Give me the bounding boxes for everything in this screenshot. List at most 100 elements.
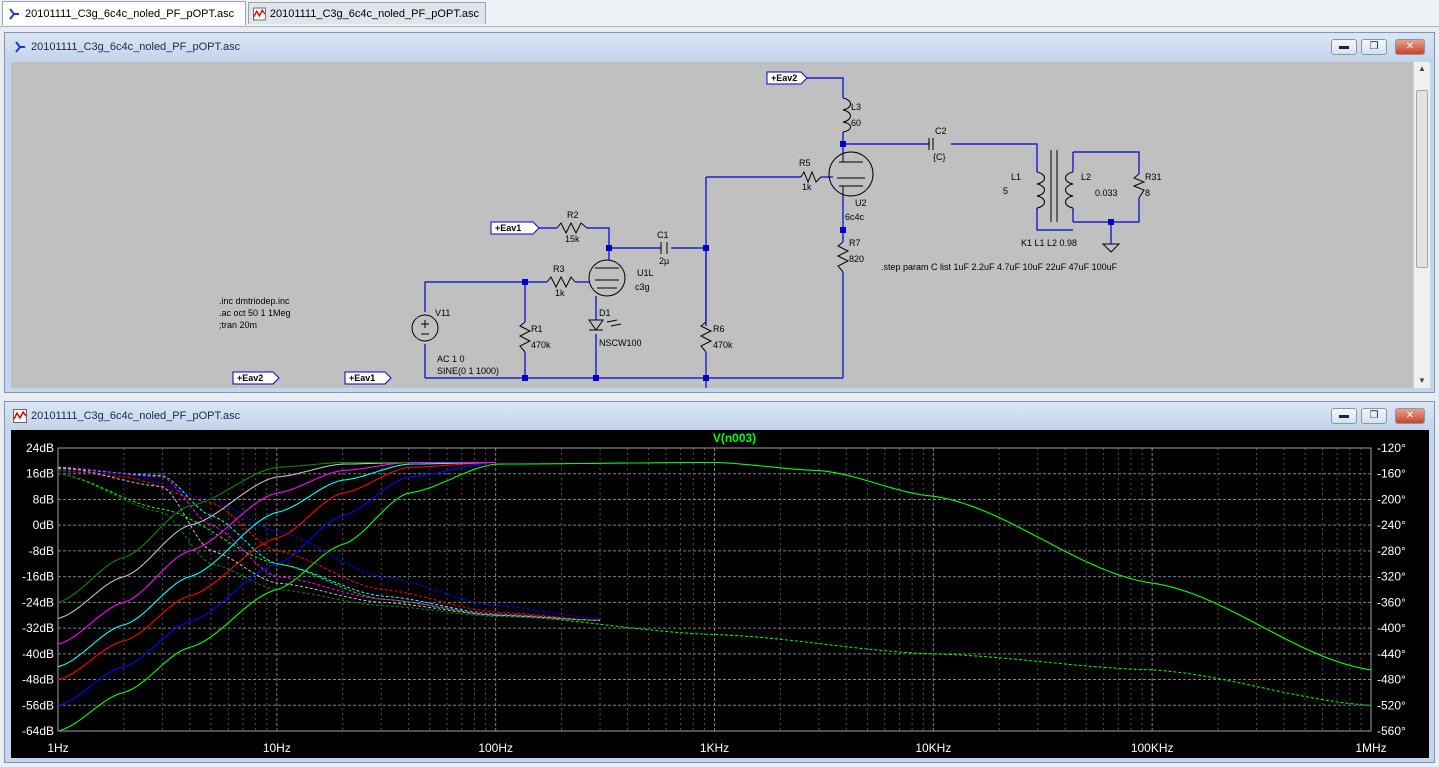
schematic-icon bbox=[9, 7, 19, 20]
tab-schematic[interactable]: 20101111_C3g_6c4c_noled_PF_pOPT.asc bbox=[2, 1, 246, 25]
r3-ref: R3 bbox=[553, 264, 565, 274]
schematic-window-title: 20101111_C3g_6c4c_noled_PF_pOPT.asc bbox=[31, 41, 241, 53]
u2-ref: U2 bbox=[855, 198, 867, 208]
y-tick-label: 16dB bbox=[26, 467, 54, 481]
schematic-window-titlebar[interactable]: 20101111_C3g_6c4c_noled_PF_pOPT.asc bbox=[5, 33, 1434, 61]
restore-button[interactable]: ❐ bbox=[1361, 39, 1387, 55]
net-flags bbox=[232, 71, 808, 385]
flag-eav1-bottom: +Eav1 bbox=[349, 373, 376, 383]
tab-schematic-label: 20101111_C3g_6c4c_noled_PF_pOPT.asc bbox=[25, 7, 235, 20]
minimize-button[interactable]: ▬ bbox=[1331, 408, 1357, 424]
y-tick-label: -32dB bbox=[22, 621, 54, 635]
schematic-labels: +Eav2 +Eav1 +Eav2 +Eav1 L3 60 C2 {C} R5 … bbox=[11, 62, 1413, 388]
u1-ref: U1L bbox=[637, 268, 654, 278]
d1-ref: D1 bbox=[599, 308, 611, 318]
schematic-window: 20101111_C3g_6c4c_noled_PF_pOPT.asc ▬ ❐ … bbox=[4, 32, 1435, 393]
y-tick-label: 24dB bbox=[26, 441, 54, 455]
close-button[interactable]: ✕ bbox=[1395, 39, 1425, 55]
y-tick-label: -16dB bbox=[22, 570, 54, 584]
waveform-icon bbox=[253, 7, 266, 20]
l2-value: 0.033 bbox=[1095, 188, 1118, 198]
l3-value: 60 bbox=[851, 118, 862, 128]
plot-grid bbox=[57, 447, 1372, 732]
y2-tick-label: -520° bbox=[1377, 698, 1406, 712]
flag-eav2-bottom: +Eav2 bbox=[237, 373, 264, 383]
phase-trace-2 bbox=[58, 471, 601, 619]
close-button[interactable]: ✕ bbox=[1395, 408, 1425, 424]
y-tick-label: -8dB bbox=[29, 544, 54, 558]
scroll-thumb[interactable] bbox=[1416, 90, 1428, 268]
minimize-button[interactable]: ▬ bbox=[1331, 39, 1357, 55]
r7-ref: R7 bbox=[849, 238, 861, 248]
x-tick-label: 10KHz bbox=[915, 741, 951, 755]
inc-directive: .inc dmtriodep.inc bbox=[219, 296, 290, 306]
c1-ref: C1 bbox=[657, 230, 669, 240]
r3-value: 1k bbox=[555, 288, 565, 298]
scroll-up-icon[interactable]: ▲ bbox=[1418, 64, 1426, 73]
x-tick-label: 100Hz bbox=[478, 741, 513, 755]
k1-directive: K1 L1 L2 0.98 bbox=[1021, 238, 1078, 248]
r1-value: 470k bbox=[531, 340, 551, 350]
y-tick-label: -24dB bbox=[22, 595, 54, 609]
junctions bbox=[522, 141, 1114, 381]
magnitude-trace-5 bbox=[57, 461, 496, 645]
d1-value: NSCW100 bbox=[599, 338, 642, 348]
c1-value: 2µ bbox=[659, 256, 670, 266]
x-tick-label: 1MHz bbox=[1355, 741, 1386, 755]
r5-value: 1k bbox=[802, 182, 812, 192]
y2-tick-label: -400° bbox=[1377, 621, 1406, 635]
y2-tick-label: -160° bbox=[1377, 467, 1406, 481]
y2-tick-label: -560° bbox=[1377, 724, 1406, 738]
c2-value: {C} bbox=[933, 152, 946, 162]
l3-ref: L3 bbox=[851, 102, 862, 112]
l2-ref: L2 bbox=[1081, 172, 1092, 182]
y2-tick-label: -440° bbox=[1377, 647, 1406, 661]
y2-tick-label: -320° bbox=[1377, 570, 1406, 584]
x-tick-label: 100KHz bbox=[1131, 741, 1174, 755]
phase-trace-7 bbox=[57, 473, 601, 621]
r5-ref: R5 bbox=[799, 158, 811, 168]
c2-ref: C2 bbox=[935, 126, 947, 136]
bode-plot[interactable]: 24dB16dB8dB0dB-8dB-16dB-24dB-32dB-40dB-4… bbox=[11, 430, 1429, 758]
plot-axis-labels: 24dB16dB8dB0dB-8dB-16dB-24dB-32dB-40dB-4… bbox=[22, 431, 1406, 755]
y2-tick-label: -480° bbox=[1377, 673, 1406, 687]
restore-button[interactable]: ❐ bbox=[1361, 408, 1387, 424]
trace-title: V(n003) bbox=[713, 431, 756, 445]
u2-value: 6c4c bbox=[845, 212, 865, 222]
schematic-scrollbar[interactable]: ▲ ▼ bbox=[1413, 62, 1430, 388]
x-tick-label: 1KHz bbox=[700, 741, 729, 755]
y-tick-label: -48dB bbox=[22, 673, 54, 687]
r6-ref: R6 bbox=[713, 324, 725, 334]
step-directive: .step param C list 1uF 2.2uF 4.7uF 10uF … bbox=[881, 262, 1118, 272]
waveform-icon bbox=[13, 409, 27, 423]
y2-tick-label: -200° bbox=[1377, 492, 1406, 506]
y2-tick-label: -360° bbox=[1377, 595, 1406, 609]
x-tick-label: 1Hz bbox=[47, 741, 68, 755]
schematic-canvas[interactable]: +Eav2 +Eav1 +Eav2 +Eav1 L3 60 C2 {C} R5 … bbox=[11, 62, 1413, 388]
waveform-window-titlebar[interactable]: 20101111_C3g_6c4c_noled_PF_pOPT.asc bbox=[5, 402, 1434, 430]
r31-ref: R31 bbox=[1145, 172, 1162, 182]
phase-trace-6 bbox=[57, 466, 601, 621]
scroll-down-icon[interactable]: ▼ bbox=[1418, 376, 1426, 385]
magnitude-trace-4 bbox=[57, 461, 496, 668]
u1-value: c3g bbox=[635, 282, 650, 292]
tab-waveform-label: 20101111_C3g_6c4c_noled_PF_pOPT.asc bbox=[269, 7, 479, 20]
x-tick-label: 10Hz bbox=[263, 741, 291, 755]
v11-ref: V11 bbox=[435, 308, 451, 318]
phase-trace-5 bbox=[57, 466, 601, 621]
l1-ref: L1 bbox=[1011, 172, 1022, 182]
magnitude-trace-1 bbox=[57, 461, 1372, 732]
magnitude-trace-6 bbox=[57, 461, 409, 619]
flag-eav2-top: +Eav2 bbox=[771, 73, 798, 83]
tab-waveform[interactable]: 20101111_C3g_6c4c_noled_PF_pOPT.asc bbox=[248, 2, 486, 24]
schematic-icon bbox=[15, 41, 25, 53]
document-tab-bar: 20101111_C3g_6c4c_noled_PF_pOPT.asc 2010… bbox=[0, 0, 1439, 27]
y2-tick-label: -240° bbox=[1377, 518, 1406, 532]
y-tick-label: 0dB bbox=[33, 518, 54, 532]
y2-tick-label: -120° bbox=[1377, 441, 1406, 455]
y-tick-label: -64dB bbox=[22, 724, 54, 738]
r6-value: 470k bbox=[713, 340, 733, 350]
waveform-window: 20101111_C3g_6c4c_noled_PF_pOPT.asc ▬ ❐ … bbox=[4, 401, 1435, 763]
r31-value: 8 bbox=[1145, 188, 1151, 198]
